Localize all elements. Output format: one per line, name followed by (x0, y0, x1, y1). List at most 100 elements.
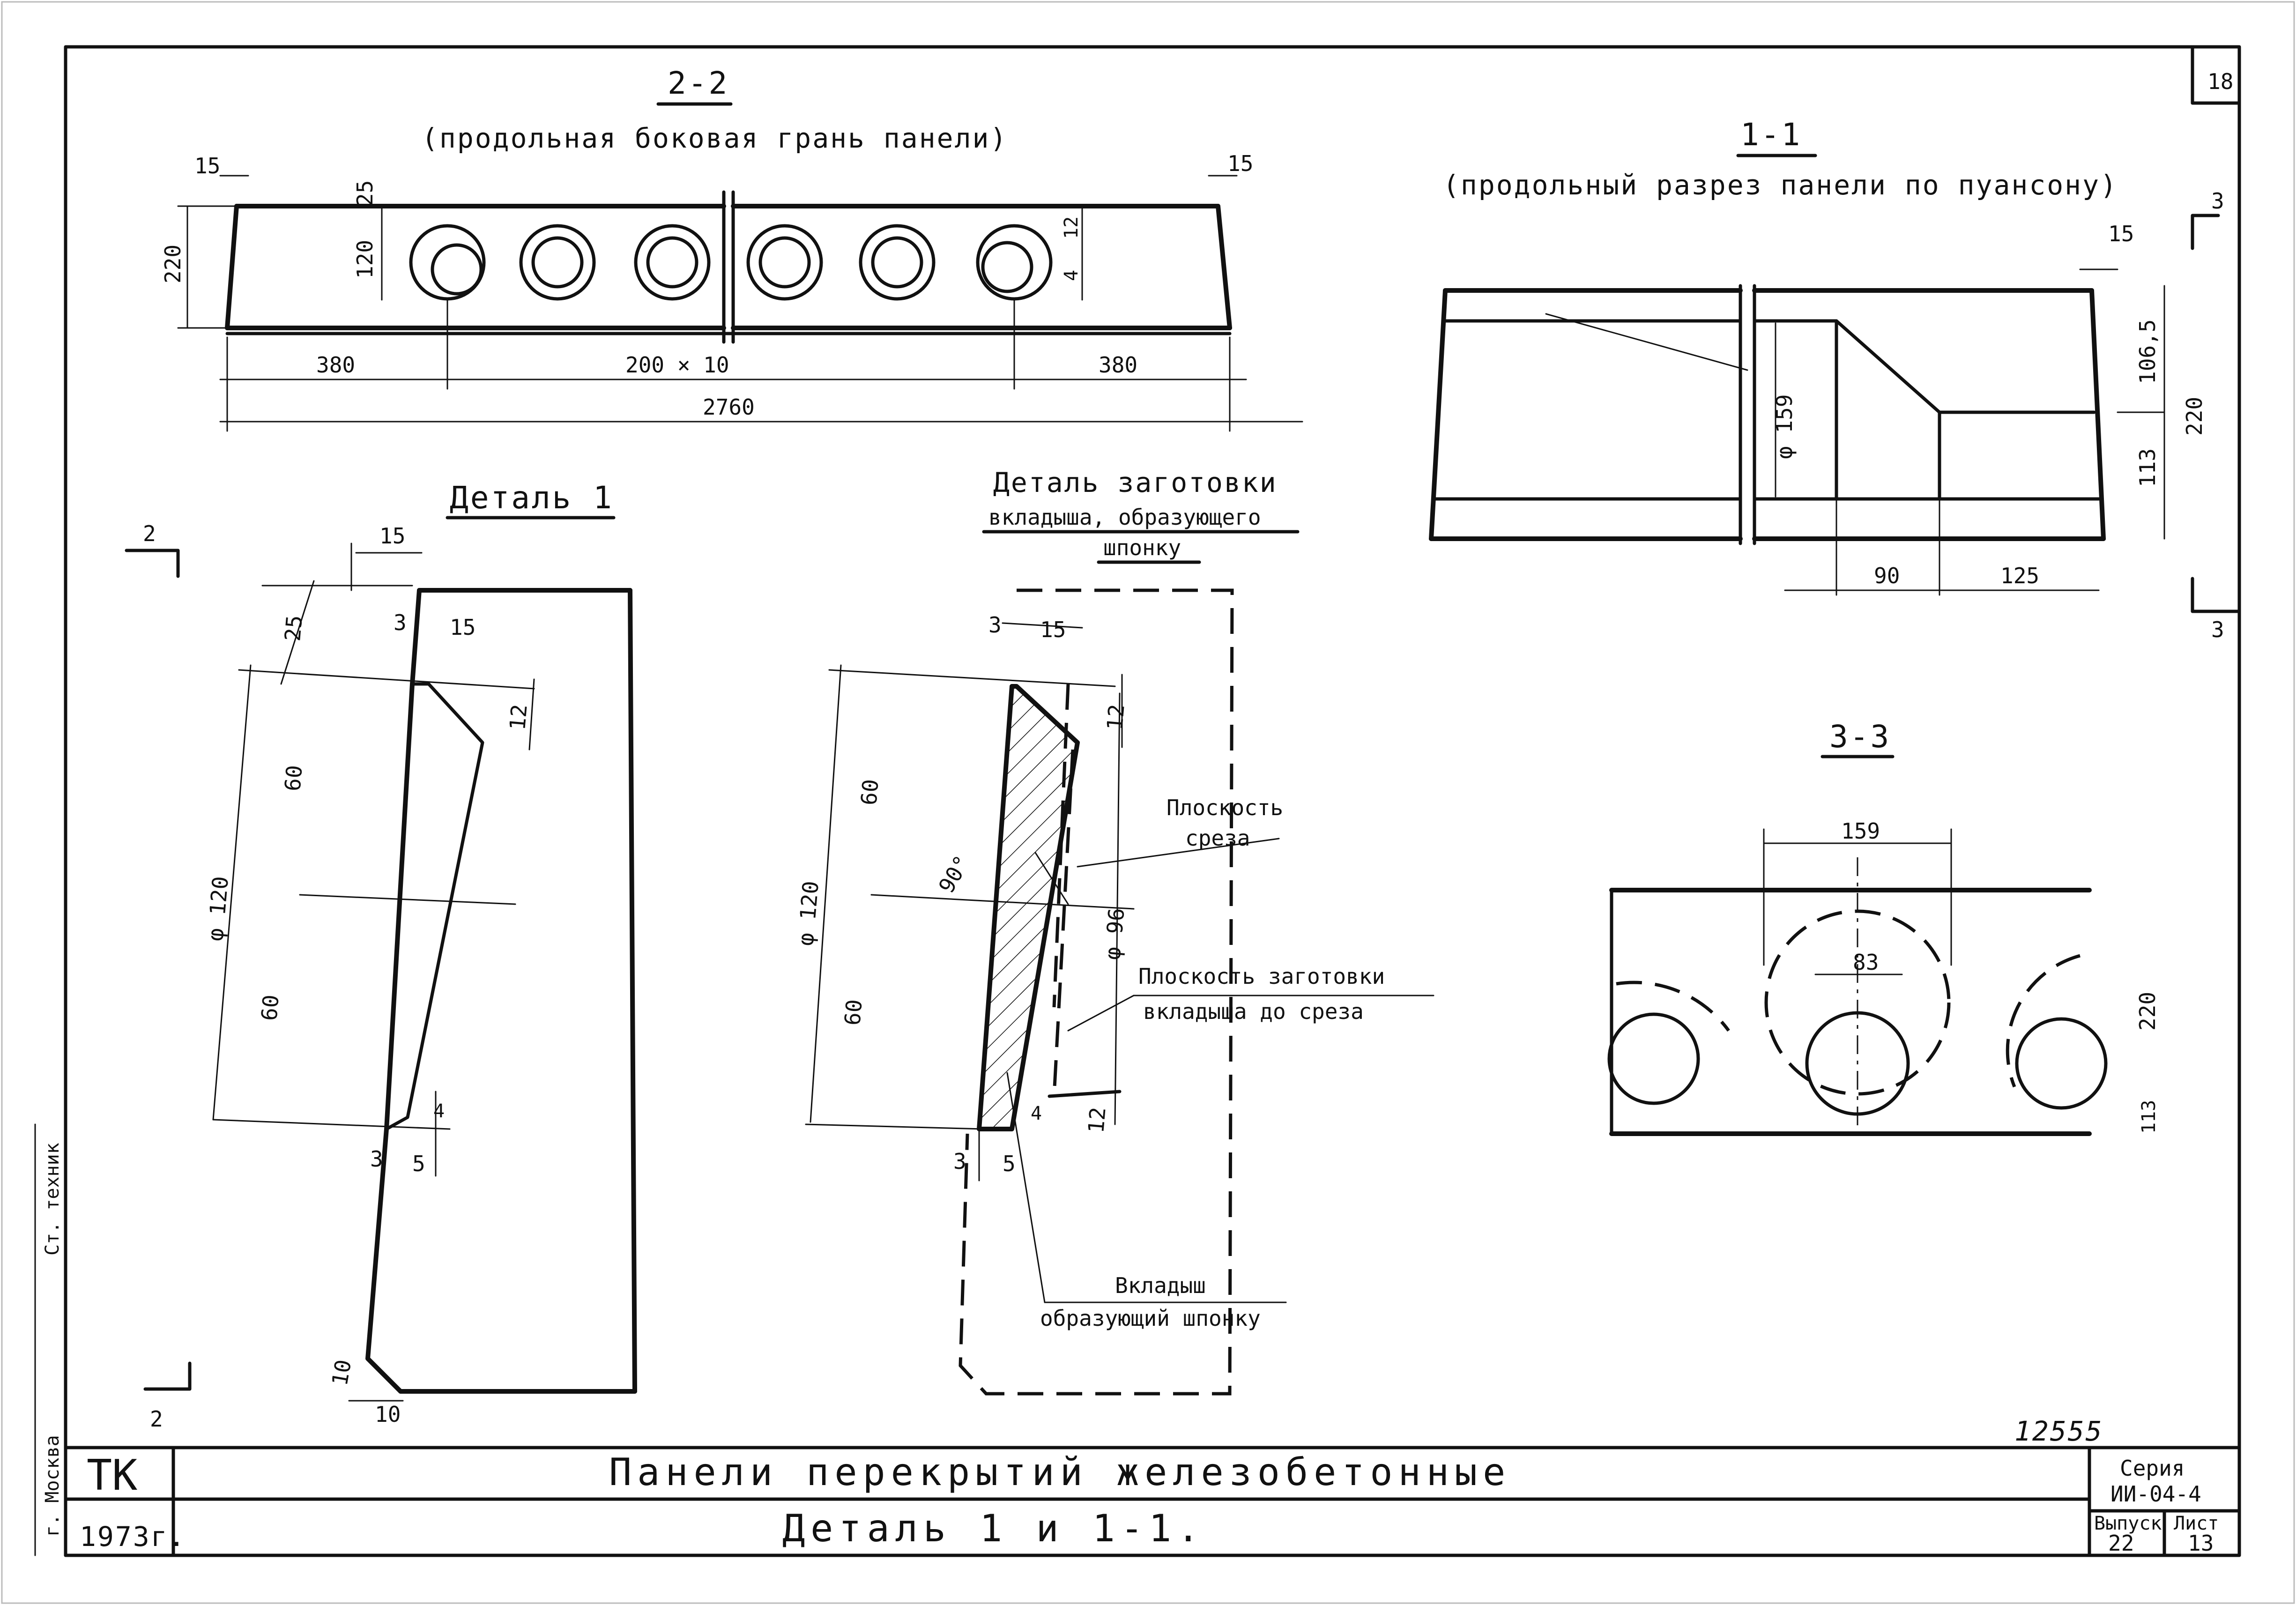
section-2-2-subtitle: (продольная боковая грань панели) (422, 122, 1008, 154)
svg-text:2: 2 (143, 521, 156, 546)
dim-d1-60b: 60 (256, 994, 284, 1022)
note-blank-2: вкладыша до среза (1143, 999, 1364, 1024)
series-value: ИИ-04-4 (2110, 1481, 2201, 1507)
dim-db-12a: 12 (1102, 703, 1129, 731)
dim-2-2-left-len: 380 (316, 352, 355, 378)
issue-value: 22 (2108, 1531, 2134, 1556)
dim-2-2-top: 25 (352, 180, 378, 206)
svg-text:3: 3 (2211, 188, 2224, 214)
dim-d1-top: 15 (379, 523, 405, 549)
dim-2-2-left-offset: 15 (194, 153, 220, 178)
svg-text:2: 2 (150, 1406, 163, 1432)
dim-db-angle: 90° (934, 851, 975, 898)
dim-1-1-w2: 125 (2000, 563, 2039, 588)
side-strip: Ст. техник г. Москва (34, 701, 67, 1557)
detail-blank: Деталь заготовки вкладыша, образующего ш… (793, 467, 1434, 1396)
detail-blank-label-2: вкладыша, образующего (988, 505, 1261, 530)
series-label: Серия (2120, 1456, 2185, 1481)
dim-db-4: 4 (1031, 1103, 1042, 1124)
detail-1: Деталь 1 15 25 3 15 12 60 φ 120 60 4 3 5… (125, 480, 637, 1432)
dim-2-2-height: 220 (160, 245, 186, 283)
dim-1-1-height: 220 (2182, 397, 2207, 436)
hole (409, 224, 486, 301)
section-1-1-subtitle: (продольный разрез панели по пуансону) (1443, 169, 2118, 201)
sheet-label: Лист (2174, 1513, 2219, 1534)
cut-mark-2-top: 2 (125, 521, 180, 578)
dim-db-dia96: φ 96 (1100, 907, 1129, 961)
doc-number: 12555 (2014, 1415, 2103, 1447)
section-2-2-label: 2-2 (668, 65, 729, 101)
dim-1-1-w1: 90 (1874, 563, 1900, 588)
note-cut-1: Плоскость (1167, 795, 1283, 820)
dim-2-2-r2: 4 (1061, 270, 1082, 281)
dim-3-3-height: 220 (2135, 992, 2160, 1031)
dim-2-2-right-len: 380 (1099, 352, 1137, 378)
dim-d1-5: 5 (412, 1151, 425, 1176)
cut-mark-3-top: 3 (2191, 188, 2224, 250)
dim-1-1-h2: 113 (2135, 448, 2160, 487)
dim-d1-12: 12 (505, 703, 532, 731)
section-2-2: 2-2 (продольная боковая грань панели) (160, 65, 1303, 432)
dim-d1-25: 25 (280, 614, 307, 642)
dim-db-60b: 60 (840, 998, 867, 1026)
dim-db-5: 5 (1003, 1151, 1016, 1176)
dim-3-3-width: 159 (1841, 818, 1880, 844)
dim-db-dia120: φ 120 (793, 880, 824, 947)
dim-3-3-inner: 83 (1853, 950, 1879, 975)
dim-db-60a: 60 (856, 778, 884, 806)
dim-2-2-mid-len: 200 × 10 (625, 352, 729, 378)
hole (519, 224, 596, 301)
title-year: 1973г. (80, 1521, 186, 1553)
title-block (64, 1446, 2241, 1557)
hole (976, 224, 1053, 301)
sheet-number: 18 (2207, 69, 2233, 94)
void-right (2006, 954, 2108, 1110)
sheet-value: 13 (2188, 1531, 2214, 1556)
section-1-1-label: 1-1 (1740, 117, 1802, 153)
title-line-2: Деталь 1 и 1-1. (782, 1507, 1205, 1550)
section-3-3: 3-3 159 83 220 113 (1607, 719, 2160, 1136)
dim-2-2-total: 2760 (703, 394, 755, 420)
detail-blank-label-1: Деталь заготовки (993, 467, 1278, 498)
detail-blank-label-3: шпонку (1103, 535, 1181, 560)
dim-db-3b: 3 (953, 1149, 966, 1174)
dim-3-3-small: 113 (2138, 1100, 2160, 1134)
dim-1-1-top-offset: 15 (2108, 221, 2134, 246)
title-org: ТК (87, 1451, 137, 1500)
dim-d1-dia: φ 120 (202, 875, 233, 942)
dim-d1-15: 15 (450, 615, 476, 640)
city-label: г. Москва (42, 1435, 63, 1537)
dim-db-3: 3 (988, 612, 1002, 638)
section-3-3-label: 3-3 (1829, 719, 1891, 755)
dim-db-12b: 12 (1083, 1106, 1111, 1134)
issue-label: Выпуск (2094, 1513, 2162, 1534)
dim-2-2-right-offset: 15 (1227, 151, 1253, 176)
note-blank-1: Плоскость заготовки (1138, 964, 1385, 989)
section-1-1: 1-1 (продольный разрез панели по пуансон… (1429, 117, 2241, 642)
dim-d1-60a: 60 (280, 764, 307, 792)
note-insert-2: образующий шпонку (1040, 1306, 1261, 1331)
dim-d1-10b: 10 (375, 1402, 401, 1427)
void-left (1607, 981, 1730, 1105)
title-line-1: Панели перекрытий железобетонные (609, 1450, 1511, 1494)
dim-d1-3a: 3 (394, 610, 407, 635)
cut-mark-2-bottom: 2 (143, 1361, 192, 1432)
detail-1-label: Деталь 1 (450, 480, 614, 516)
svg-text:3: 3 (2211, 617, 2224, 642)
dim-d1-10a: 10 (327, 1358, 357, 1388)
note-insert-1: Вкладыш (1115, 1273, 1206, 1298)
hole (746, 224, 823, 301)
dim-db-15: 15 (1040, 617, 1066, 642)
cut-mark-3-bottom: 3 (2191, 577, 2241, 642)
note-cut-2: среза (1185, 825, 1250, 851)
dim-2-2-hole: 120 (352, 240, 378, 279)
dim-1-1-dia: φ 159 (1772, 394, 1797, 459)
dim-d1-4: 4 (433, 1100, 445, 1122)
dim-d1-3b: 3 (370, 1146, 383, 1172)
hole (859, 224, 936, 301)
hole (634, 224, 711, 301)
dim-1-1-h1: 106,5 (2135, 320, 2160, 384)
dim-2-2-r1: 12 (1061, 216, 1082, 239)
side-strip-label: Ст. техник (42, 1143, 63, 1256)
